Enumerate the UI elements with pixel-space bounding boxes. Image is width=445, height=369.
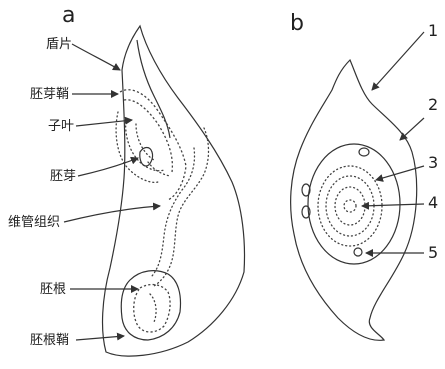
vascular-bundle-top [359, 148, 369, 156]
label-vascular-tissue: 维管组织 [8, 215, 60, 230]
radicle-core [150, 294, 156, 322]
scutellum-outline [103, 26, 245, 356]
embryo-longitudinal-section [103, 26, 245, 356]
pointer-vascular-tissue [64, 206, 160, 222]
pointer-2 [400, 118, 424, 140]
number-4: 4 [428, 193, 438, 212]
coleorhiza-outline [121, 271, 180, 340]
label-radicle: 胚根 [40, 282, 66, 297]
cotyledon-line-1 [116, 112, 158, 182]
vascular-strand-inner [152, 148, 195, 276]
leaf-ring-inner [335, 187, 365, 225]
panel-b-letter: b [290, 11, 304, 36]
plumule-shape [140, 148, 153, 167]
pointer-scutellum [72, 44, 120, 70]
embryo-cross-section [291, 60, 417, 340]
pointer-4 [362, 204, 424, 206]
cotyledon-line-3 [136, 124, 154, 160]
pointer-1 [372, 32, 424, 90]
shoot-apex [344, 200, 356, 212]
vascular-bundle-bottom [354, 248, 362, 256]
scutellum-inner-line [137, 40, 170, 138]
label-scutellum: 盾片 [46, 37, 72, 52]
number-1: 1 [428, 21, 438, 40]
panel-a-letter: a [62, 3, 75, 28]
coleoptile-outer [120, 90, 186, 200]
label-plumule: 胚芽 [50, 169, 76, 184]
cotyledon-line-2 [126, 118, 164, 171]
pointer-plumule [78, 158, 138, 176]
number-3: 3 [428, 153, 438, 172]
label-cotyledon: 子叶 [48, 119, 74, 134]
label-coleorhiza: 胚根鞘 [30, 333, 69, 348]
label-coleoptile: 胚芽鞘 [30, 87, 69, 102]
pointer-coleorhiza [76, 336, 124, 340]
cross-section-outline [291, 60, 417, 340]
number-2: 2 [428, 95, 438, 114]
number-5: 5 [428, 243, 438, 262]
radicle-outline [134, 285, 170, 332]
